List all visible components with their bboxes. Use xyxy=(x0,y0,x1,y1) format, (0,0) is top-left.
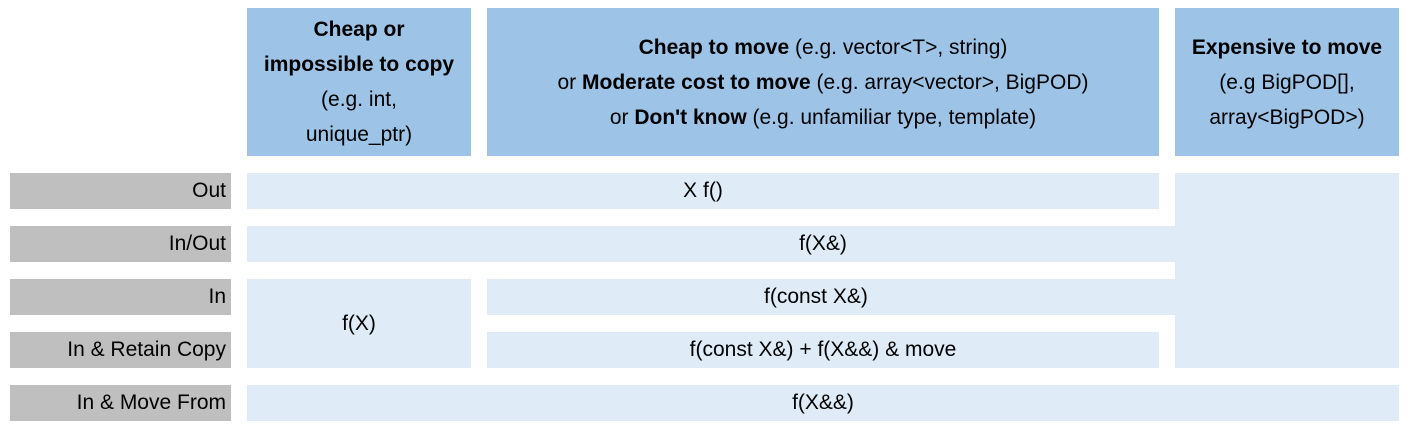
header-moderate-cost-example: (e.g. array<vector>, BigPOD) xyxy=(810,70,1089,94)
header-cheap-to-copy-title-2: impossible to copy xyxy=(263,53,455,76)
row-label-in-retain-copy: In & Retain Copy xyxy=(10,332,231,368)
header-cheap-to-copy-title-1: Cheap or xyxy=(313,18,405,41)
header-dont-know-title: Don't know xyxy=(634,105,747,129)
header-expensive-to-move: Expensive to move (e.g BigPOD[], array<B… xyxy=(1175,8,1399,156)
header-expensive-example-1: (e.g BigPOD[], xyxy=(1219,70,1355,94)
header-expensive-example-2: array<BigPOD>) xyxy=(1209,105,1365,129)
header-cheap-to-move: Cheap to move (e.g. vector<T>, string) o… xyxy=(487,8,1159,156)
cell-out: X f() xyxy=(247,173,1159,209)
cell-in-out: f(X&) xyxy=(247,226,1399,262)
row-label-out: Out xyxy=(10,173,231,209)
cell-in-move-from: f(X&&) xyxy=(247,385,1399,421)
header-moderate-cost-title: Moderate cost to move xyxy=(582,70,811,94)
row-label-in: In xyxy=(10,279,231,315)
row-label-in-move-from: In & Move From xyxy=(10,385,231,421)
header-or-2: or xyxy=(609,105,635,129)
cell-in-const-ref: f(const X&) xyxy=(487,279,1187,315)
header-dont-know-example: (e.g. unfamiliar type, template) xyxy=(746,105,1037,129)
header-expensive-title: Expensive to move xyxy=(1191,35,1383,59)
header-cheap-to-copy: Cheap or impossible to copy (e.g. int, u… xyxy=(247,8,471,156)
cell-in-retain-copy: f(const X&) + f(X&&) & move xyxy=(487,332,1159,368)
header-cheap-to-copy-example-2: unique_ptr) xyxy=(305,123,413,146)
expensive-column-region xyxy=(1175,173,1399,368)
header-cheap-to-copy-example-1: (e.g. int, xyxy=(321,88,397,111)
row-label-in-out: In/Out xyxy=(10,226,231,262)
header-cheap-to-move-title: Cheap to move xyxy=(638,35,790,59)
cell-in-by-value: f(X) xyxy=(247,279,471,368)
header-or-1: or xyxy=(557,70,582,94)
header-cheap-to-move-example: (e.g. vector<T>, string) xyxy=(789,35,1008,59)
